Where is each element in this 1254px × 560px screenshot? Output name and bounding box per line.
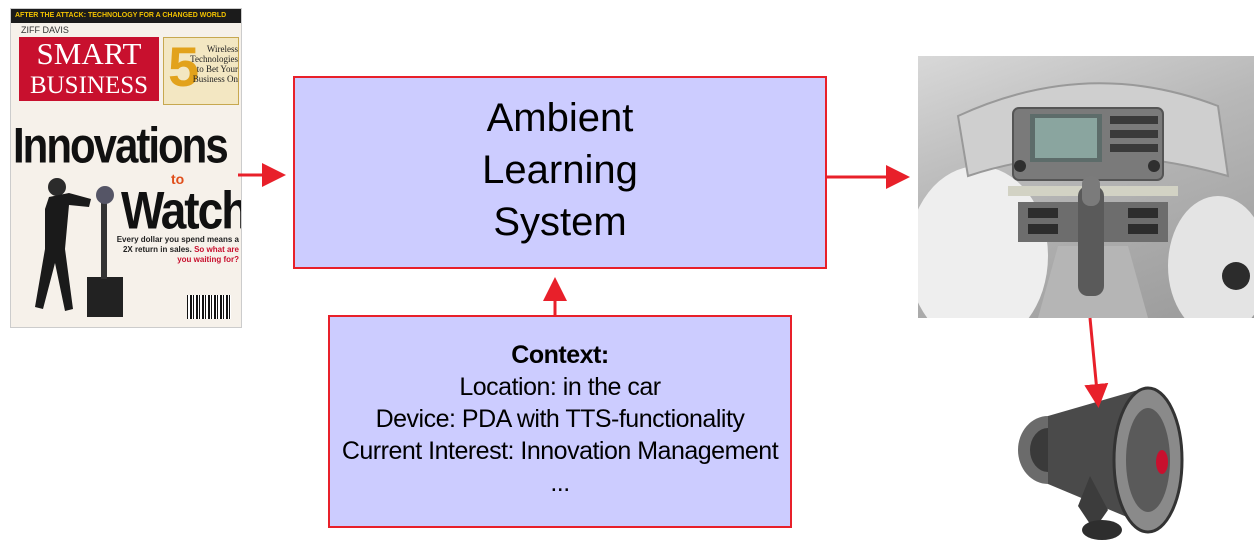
magazine-tagline: Every dollar you spend means a 2X return… bbox=[111, 235, 239, 265]
context-box-text: Context: Location: in the car Device: PD… bbox=[330, 339, 790, 499]
main-box-line-2: Learning bbox=[482, 148, 638, 192]
car-dashboard-drawing bbox=[918, 82, 1254, 318]
main-box-line-1: Ambient bbox=[486, 96, 634, 140]
magazine-tagline-red: So what are you waiting for? bbox=[177, 245, 239, 264]
magazine-tagline-text: Every dollar you spend means a 2X return… bbox=[116, 235, 239, 254]
magazine-title-line1: SMART bbox=[19, 37, 159, 71]
context-title: Context: bbox=[511, 341, 609, 369]
main-box-text: Ambient Learning System bbox=[295, 92, 825, 248]
context-line-interest: Current Interest: Innovation Management bbox=[341, 437, 779, 465]
magazine-headline1: Innovations bbox=[13, 117, 229, 174]
ambient-learning-system-box: Ambient Learning System bbox=[293, 76, 827, 269]
context-line-ellipsis: ... bbox=[550, 469, 570, 497]
context-line-location: Location: in the car bbox=[459, 373, 661, 401]
car-dashboard-icon bbox=[918, 56, 1254, 318]
magazine-badge-number: 5 bbox=[168, 35, 200, 98]
magazine-title-line2: BUSINESS bbox=[19, 71, 159, 101]
context-box: Context: Location: in the car Device: PD… bbox=[328, 315, 792, 528]
magazine-banner: AFTER THE ATTACK: TECHNOLOGY FOR A CHANG… bbox=[11, 9, 241, 23]
man-with-binoculars-icon bbox=[35, 178, 123, 317]
context-line-device: Device: PDA with TTS-functionality bbox=[375, 405, 745, 433]
magazine-badge-text: Wireless Technologies to Bet Your Busine… bbox=[190, 44, 238, 84]
magazine-headline2: Watch bbox=[121, 180, 242, 240]
megaphone-speaker-icon bbox=[1018, 386, 1184, 540]
magazine-publisher: ZIFF DAVIS bbox=[21, 25, 69, 35]
magazine-badge: 5 Wireless Technologies to Bet Your Busi… bbox=[163, 35, 239, 105]
arrow-car-to-speaker bbox=[1084, 317, 1109, 408]
magazine-cover-image: AFTER THE ATTACK: TECHNOLOGY FOR A CHANG… bbox=[10, 8, 242, 328]
magazine-headline-to: to bbox=[171, 171, 185, 187]
barcode-icon bbox=[187, 295, 231, 319]
main-box-line-3: System bbox=[493, 200, 627, 244]
